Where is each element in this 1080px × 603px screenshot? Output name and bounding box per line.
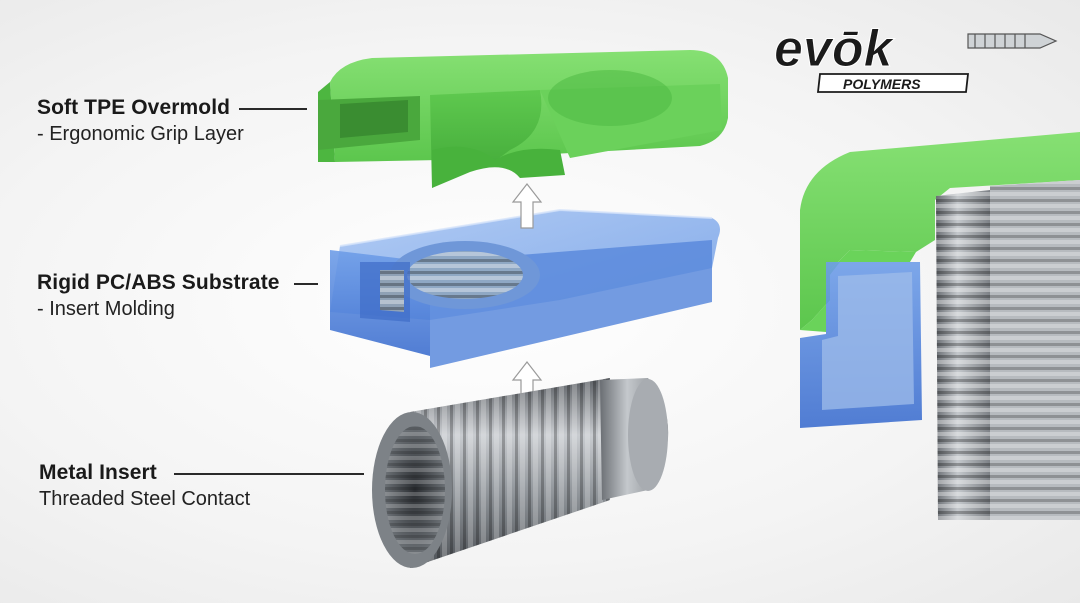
logo-wordmark: evōk: [774, 20, 896, 78]
leader-line: [174, 473, 364, 475]
callout-title: Metal Insert: [39, 461, 157, 484]
callout-tpe-overmold: Soft TPE Overmold - Ergonomic Grip Layer: [37, 96, 244, 146]
pc-abs-substrate-part: [330, 208, 720, 368]
leader-line: [294, 283, 318, 285]
callout-subtitle: - Insert Molding: [37, 298, 175, 320]
tpe-overmold-part: [318, 50, 728, 188]
logo-subtext: POLYMERS: [843, 76, 921, 92]
callout-title: Soft TPE Overmold: [37, 96, 231, 119]
callout-pc-abs-substrate: Rigid PC/ABS Substrate - Insert Molding: [37, 271, 280, 321]
metal-insert-part: [372, 378, 669, 568]
leader-line: [239, 108, 307, 110]
callout-title: Rigid PC/ABS Substrate: [37, 271, 280, 294]
arrow-up-icon: [511, 183, 543, 229]
cross-section-detail: [800, 132, 1080, 520]
callout-subtitle: Threaded Steel Contact: [39, 488, 251, 510]
callout-metal-insert: Metal Insert Threaded Steel Contact: [39, 461, 250, 511]
callout-subtitle: - Ergonomic Grip Layer: [37, 123, 244, 145]
evok-polymers-logo: evōk POLYMERS: [774, 20, 1058, 93]
